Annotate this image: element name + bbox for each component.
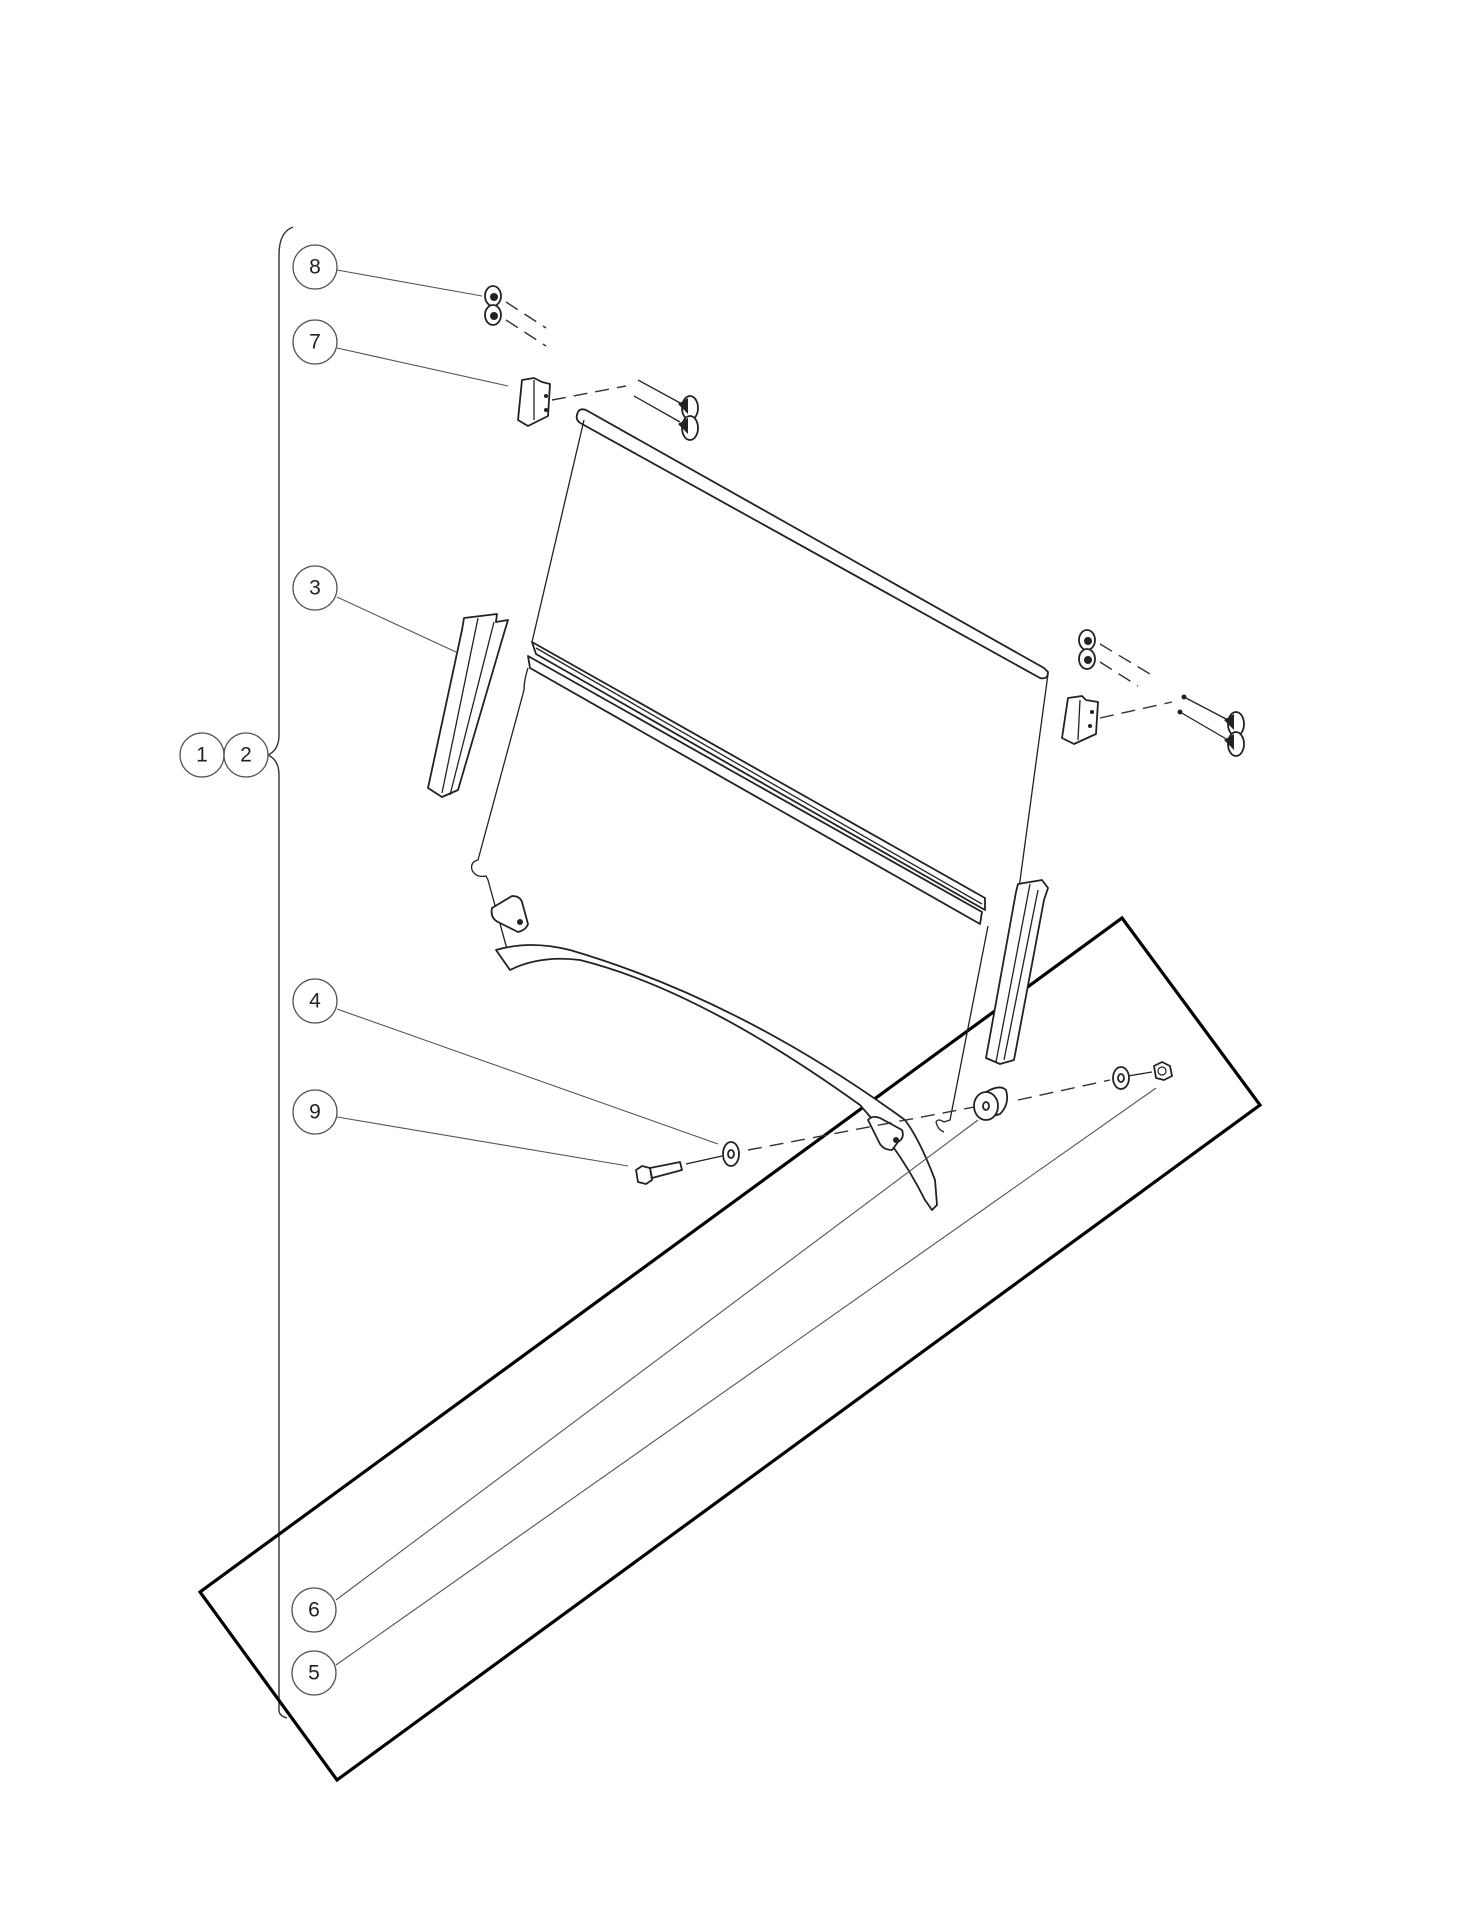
washer [722,1141,740,1167]
callout-5: 5 [291,1650,337,1696]
callout-6: 6 [291,1587,337,1633]
panel [470,408,1049,1211]
svg-text:8: 8 [309,256,321,279]
mounting-clip-right [1061,695,1099,745]
bushing [973,1086,1009,1121]
callout-8: 8 [292,244,338,290]
callout-9: 9 [292,1089,338,1135]
svg-text:3: 3 [309,577,321,600]
svg-text:6: 6 [308,1599,320,1622]
mushroom-screws-top [633,379,699,441]
edge-channel-left [427,613,509,798]
edge-channel-right [985,879,1049,1065]
lock-nut [1153,1061,1173,1081]
callout-3: 3 [292,565,338,611]
screws-right [1078,629,1096,670]
svg-text:2: 2 [240,744,252,767]
bolt [635,1161,683,1185]
callout-4: 4 [292,978,338,1024]
leader-lines [335,269,1157,1666]
callout-7: 7 [292,319,338,365]
svg-text:1: 1 [196,744,208,767]
assembly-bracket [266,226,294,1719]
mounting-clip-top-left [517,377,551,427]
explode-lines [505,301,1173,1165]
mushroom-screws-right [1177,694,1245,757]
callout-1: 1 [179,732,225,778]
screws-top-left [484,285,502,326]
highlight-box [197,915,1263,1783]
svg-text:5: 5 [308,1662,320,1685]
svg-text:4: 4 [309,990,321,1013]
washer-right [1112,1066,1130,1090]
callout-2: 2 [223,732,269,778]
svg-text:7: 7 [309,331,321,354]
svg-text:9: 9 [309,1101,321,1124]
